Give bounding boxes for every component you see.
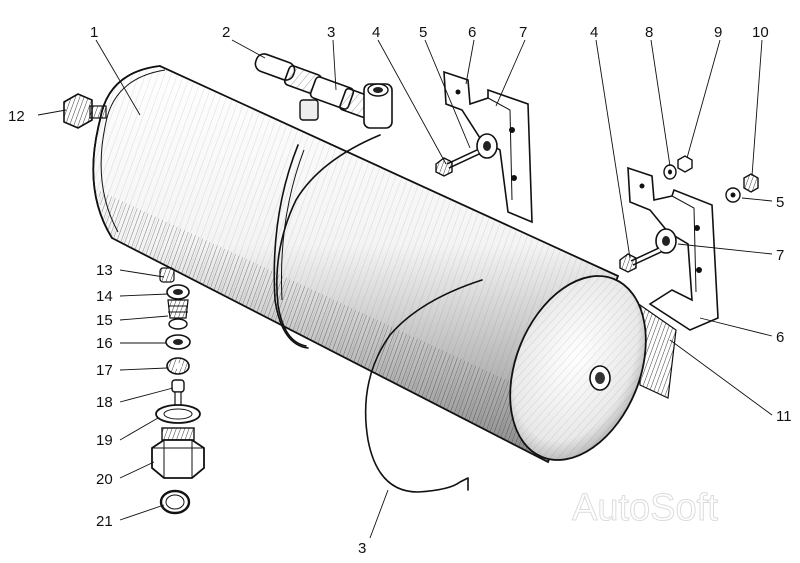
callout-5: 5 — [419, 24, 427, 41]
pipe-upper — [276, 134, 381, 347]
callout-3: 3 — [358, 540, 366, 557]
callout-2: 2 — [222, 24, 230, 41]
callout-19: 19 — [96, 432, 113, 449]
callout-5: 5 — [776, 194, 784, 211]
callout-3: 3 — [327, 24, 335, 41]
watermark: AutoSoft — [572, 487, 718, 529]
callout-8: 8 — [645, 24, 653, 41]
callout-16: 16 — [96, 335, 113, 352]
washers-nuts — [663, 155, 759, 203]
callout-17: 17 — [96, 362, 113, 379]
callout-10: 10 — [752, 24, 769, 41]
leader-lines — [37, 39, 773, 539]
callout-4: 4 — [372, 24, 380, 41]
callout-20: 20 — [96, 471, 113, 488]
callout-9: 9 — [714, 24, 722, 41]
bracket-upper — [435, 70, 533, 224]
callout-4: 4 — [590, 24, 598, 41]
bracket-lower — [619, 166, 719, 331]
callout-labels: 1 2 3 4 5 6 7 4 8 9 10 12 5 7 13 14 15 1… — [8, 24, 792, 557]
safety-valve-assembly — [254, 53, 393, 129]
callout-12: 12 — [8, 108, 25, 125]
drain-valve-parts — [151, 267, 205, 515]
callout-7: 7 — [519, 24, 527, 41]
callout-18: 18 — [96, 394, 113, 411]
callout-7: 7 — [776, 247, 784, 264]
callout-21: 21 — [96, 513, 113, 530]
pipe-lower — [364, 279, 483, 493]
callout-13: 13 — [96, 262, 113, 279]
callout-6: 6 — [776, 329, 784, 346]
callout-6: 6 — [468, 24, 476, 41]
callout-14: 14 — [96, 288, 113, 305]
callout-11: 11 — [776, 408, 792, 425]
air-tank — [92, 65, 647, 464]
plug — [63, 93, 107, 129]
callout-1: 1 — [90, 24, 98, 41]
callout-15: 15 — [96, 312, 113, 329]
